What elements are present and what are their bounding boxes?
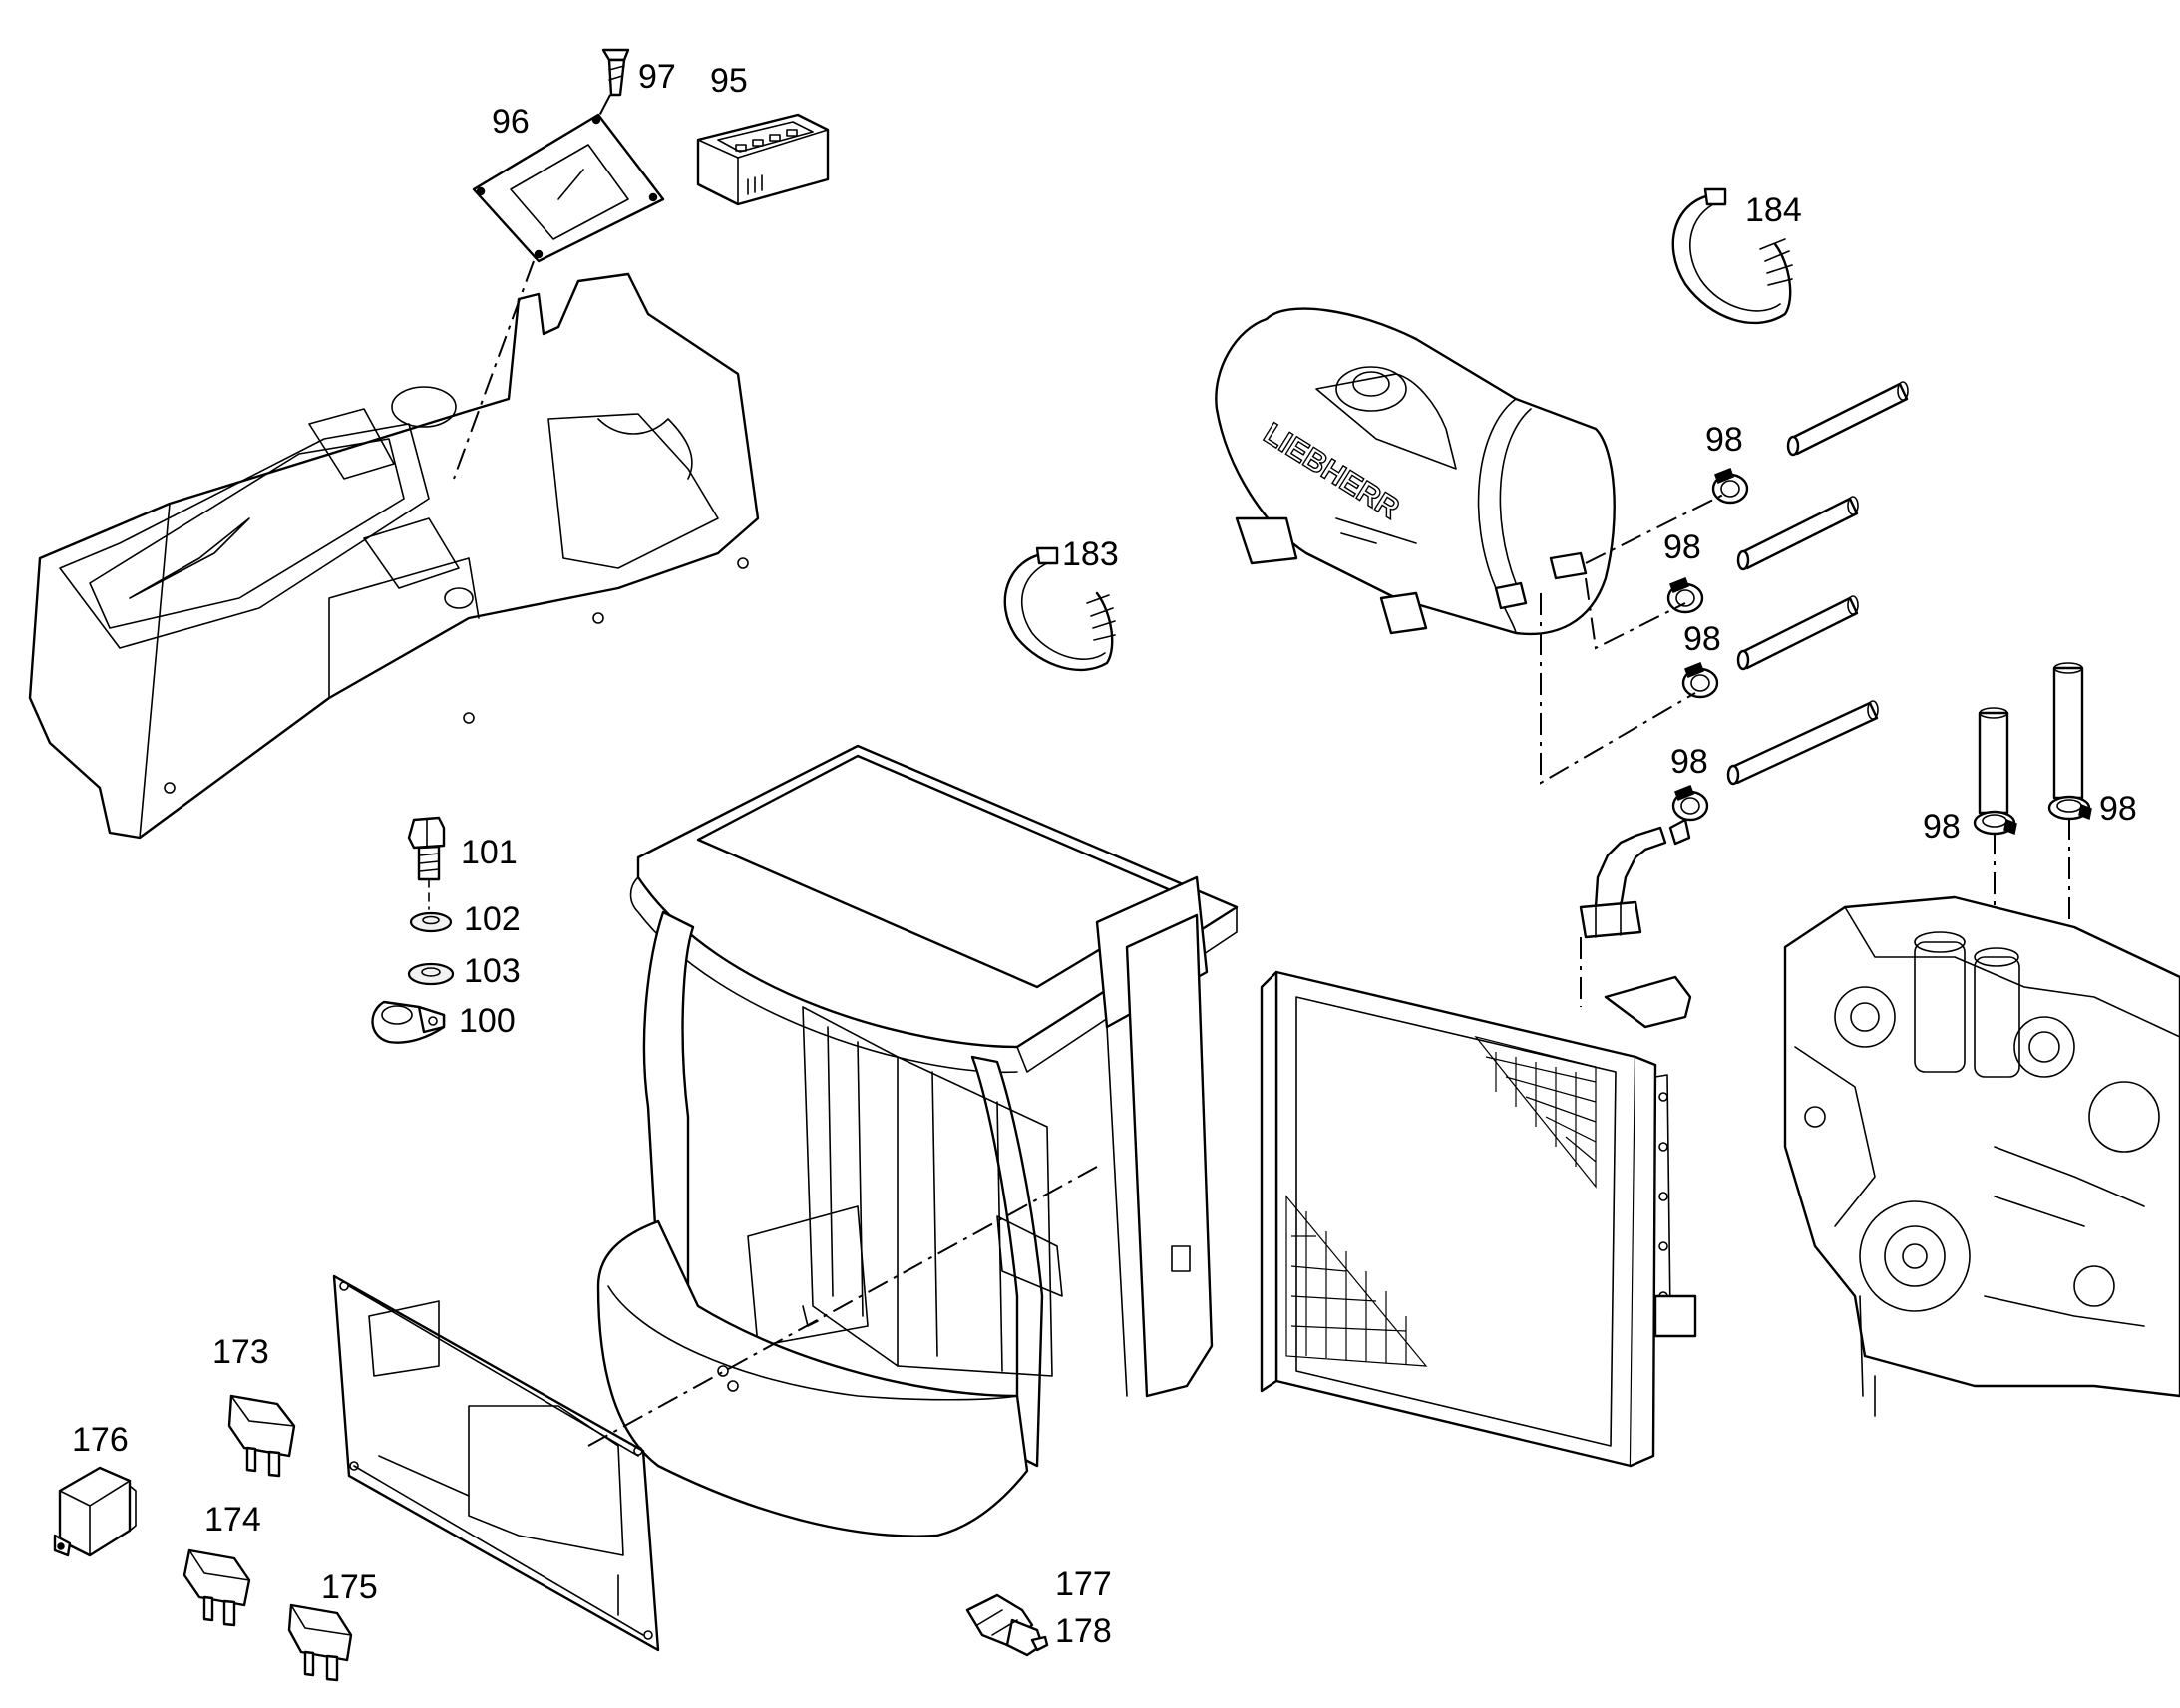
hose	[1736, 496, 1859, 571]
screw	[601, 48, 630, 97]
hose	[1786, 381, 1909, 457]
fuse	[227, 1394, 296, 1478]
callout-98: 98	[1705, 421, 1743, 459]
hose-clamp	[1973, 810, 2017, 836]
callout-97: 97	[638, 58, 676, 96]
display-unit	[696, 113, 830, 206]
callout-183: 183	[1062, 535, 1119, 573]
connector	[965, 1593, 1049, 1657]
callout-103: 103	[464, 952, 521, 990]
engine	[1783, 895, 2180, 1417]
air-tank: LIEBHERR	[1215, 307, 1616, 636]
clip	[371, 1000, 446, 1044]
callout-178: 178	[1055, 1612, 1112, 1650]
callout-98: 98	[1670, 743, 1708, 781]
hose	[1579, 818, 1691, 939]
callout-174: 174	[204, 1501, 261, 1538]
cover-panel	[332, 1274, 660, 1652]
hose-clamp	[1681, 662, 1719, 699]
console-panel	[28, 272, 760, 840]
washer	[407, 962, 455, 986]
fuse	[287, 1603, 353, 1682]
callout-98: 98	[1683, 620, 1721, 658]
washer	[409, 911, 453, 933]
callout-100: 100	[459, 1002, 516, 1040]
hose-clamp-band	[1671, 187, 1793, 325]
hose	[1736, 595, 1859, 671]
hose-clamp-band	[1003, 546, 1116, 671]
callout-176: 176	[72, 1421, 129, 1459]
callout-173: 173	[212, 1333, 269, 1371]
callout-101: 101	[461, 834, 518, 871]
callout-177: 177	[1055, 1565, 1112, 1603]
cab	[596, 744, 1239, 1537]
cover-plate	[472, 113, 665, 263]
hose-clamp	[1666, 577, 1704, 614]
hose-clamp	[1671, 785, 1709, 822]
hose	[1726, 700, 1879, 786]
hose-clamp	[1711, 468, 1749, 505]
bolt	[407, 816, 446, 881]
callout-102: 102	[464, 900, 521, 938]
callout-96: 96	[492, 103, 530, 141]
fuse	[182, 1548, 251, 1627]
callout-95: 95	[710, 62, 748, 100]
hose-clamp	[2047, 795, 2092, 821]
radiator	[1260, 970, 1697, 1468]
callout-98: 98	[2099, 790, 2137, 828]
callout-98: 98	[1923, 808, 1961, 846]
hose	[1978, 707, 2009, 815]
callout-175: 175	[321, 1568, 378, 1606]
callout-98: 98	[1663, 528, 1701, 566]
callout-184: 184	[1745, 191, 1802, 229]
relay	[53, 1466, 137, 1557]
hose	[2052, 662, 2084, 800]
